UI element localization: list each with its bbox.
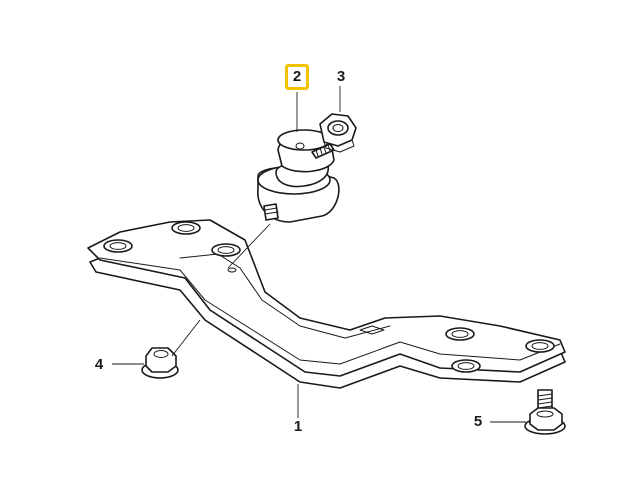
- callout-part-2[interactable]: 2: [285, 64, 309, 90]
- hex-nut-part: [319, 113, 357, 153]
- callout-part-1[interactable]: 1: [293, 418, 303, 435]
- flange-nut-part: [141, 347, 179, 379]
- callout-part-5[interactable]: 5: [473, 413, 483, 430]
- rubber-mount-part: [257, 129, 340, 223]
- leader-line-stud: [227, 223, 271, 269]
- callout-part-4[interactable]: 4: [94, 356, 104, 373]
- leader-line-4-link: [171, 319, 201, 357]
- leader-lines: [112, 86, 526, 423]
- crossmember-part: [87, 219, 566, 389]
- callout-part-3[interactable]: 3: [336, 68, 346, 85]
- hex-bolt-part: [524, 389, 566, 435]
